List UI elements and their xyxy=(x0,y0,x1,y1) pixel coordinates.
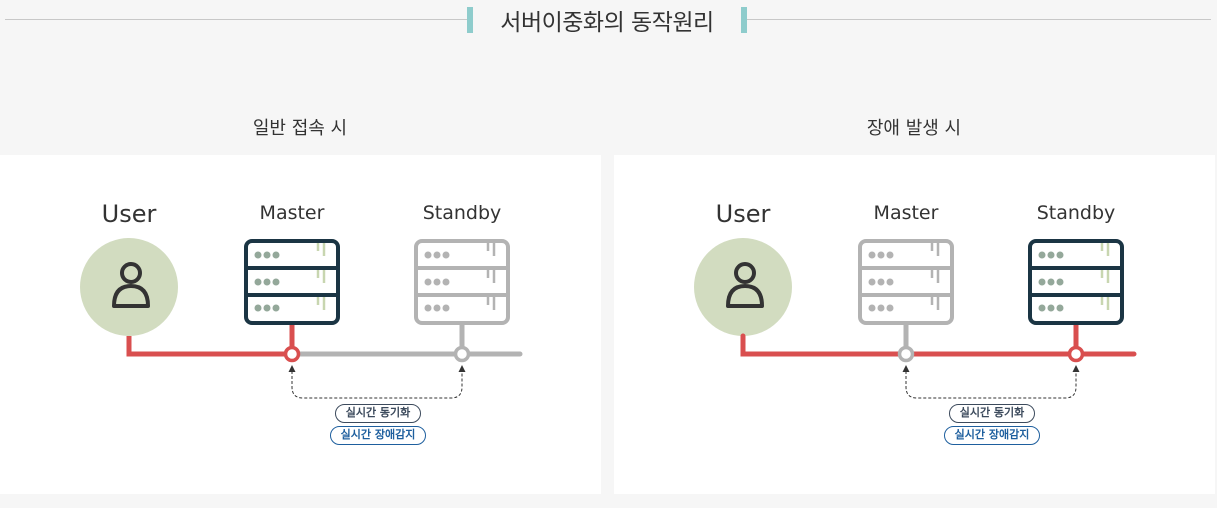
standby-node xyxy=(453,345,471,363)
panel-failure-operation: User Master Standby xyxy=(614,155,1215,494)
header-accent-bar-right xyxy=(741,7,747,33)
header-divider-right xyxy=(747,19,1211,20)
header-accent-bar-left xyxy=(467,7,473,33)
page-header: 서버이중화의 동작원리 xyxy=(0,0,1217,40)
user-icon xyxy=(80,238,178,336)
failure-diagram xyxy=(694,238,1137,399)
header-divider-left xyxy=(5,19,467,20)
standby-node xyxy=(1067,345,1085,363)
user-label: User xyxy=(101,200,157,228)
section-title-normal: 일반 접속 시 xyxy=(252,118,348,139)
panel-normal-operation: User Master Standby xyxy=(0,155,601,494)
user-label: User xyxy=(715,200,771,228)
realtime-failure-detect-badge: 실시간 장애감지 xyxy=(944,426,1040,445)
sync-arrow-icon xyxy=(288,365,466,399)
realtime-sync-badge: 실시간 동기화 xyxy=(335,404,421,423)
normal-diagram xyxy=(80,238,523,399)
page-title: 서버이중화의 동작원리 xyxy=(500,10,714,36)
section-title-failure: 장애 발생 시 xyxy=(866,118,962,139)
master-server-icon xyxy=(244,239,340,325)
user-icon xyxy=(694,238,792,336)
master-label: Master xyxy=(259,202,325,224)
master-node xyxy=(283,345,301,363)
master-label: Master xyxy=(873,202,939,224)
standby-label: Standby xyxy=(1036,202,1116,224)
realtime-failure-detect-badge: 실시간 장애감지 xyxy=(330,426,426,445)
sync-arrow-icon xyxy=(902,365,1080,399)
standby-server-icon xyxy=(1028,239,1124,325)
standby-label: Standby xyxy=(422,202,502,224)
master-server-icon xyxy=(858,239,954,325)
realtime-sync-badge: 실시간 동기화 xyxy=(949,404,1035,423)
master-node xyxy=(897,345,915,363)
standby-server-icon xyxy=(414,239,510,325)
